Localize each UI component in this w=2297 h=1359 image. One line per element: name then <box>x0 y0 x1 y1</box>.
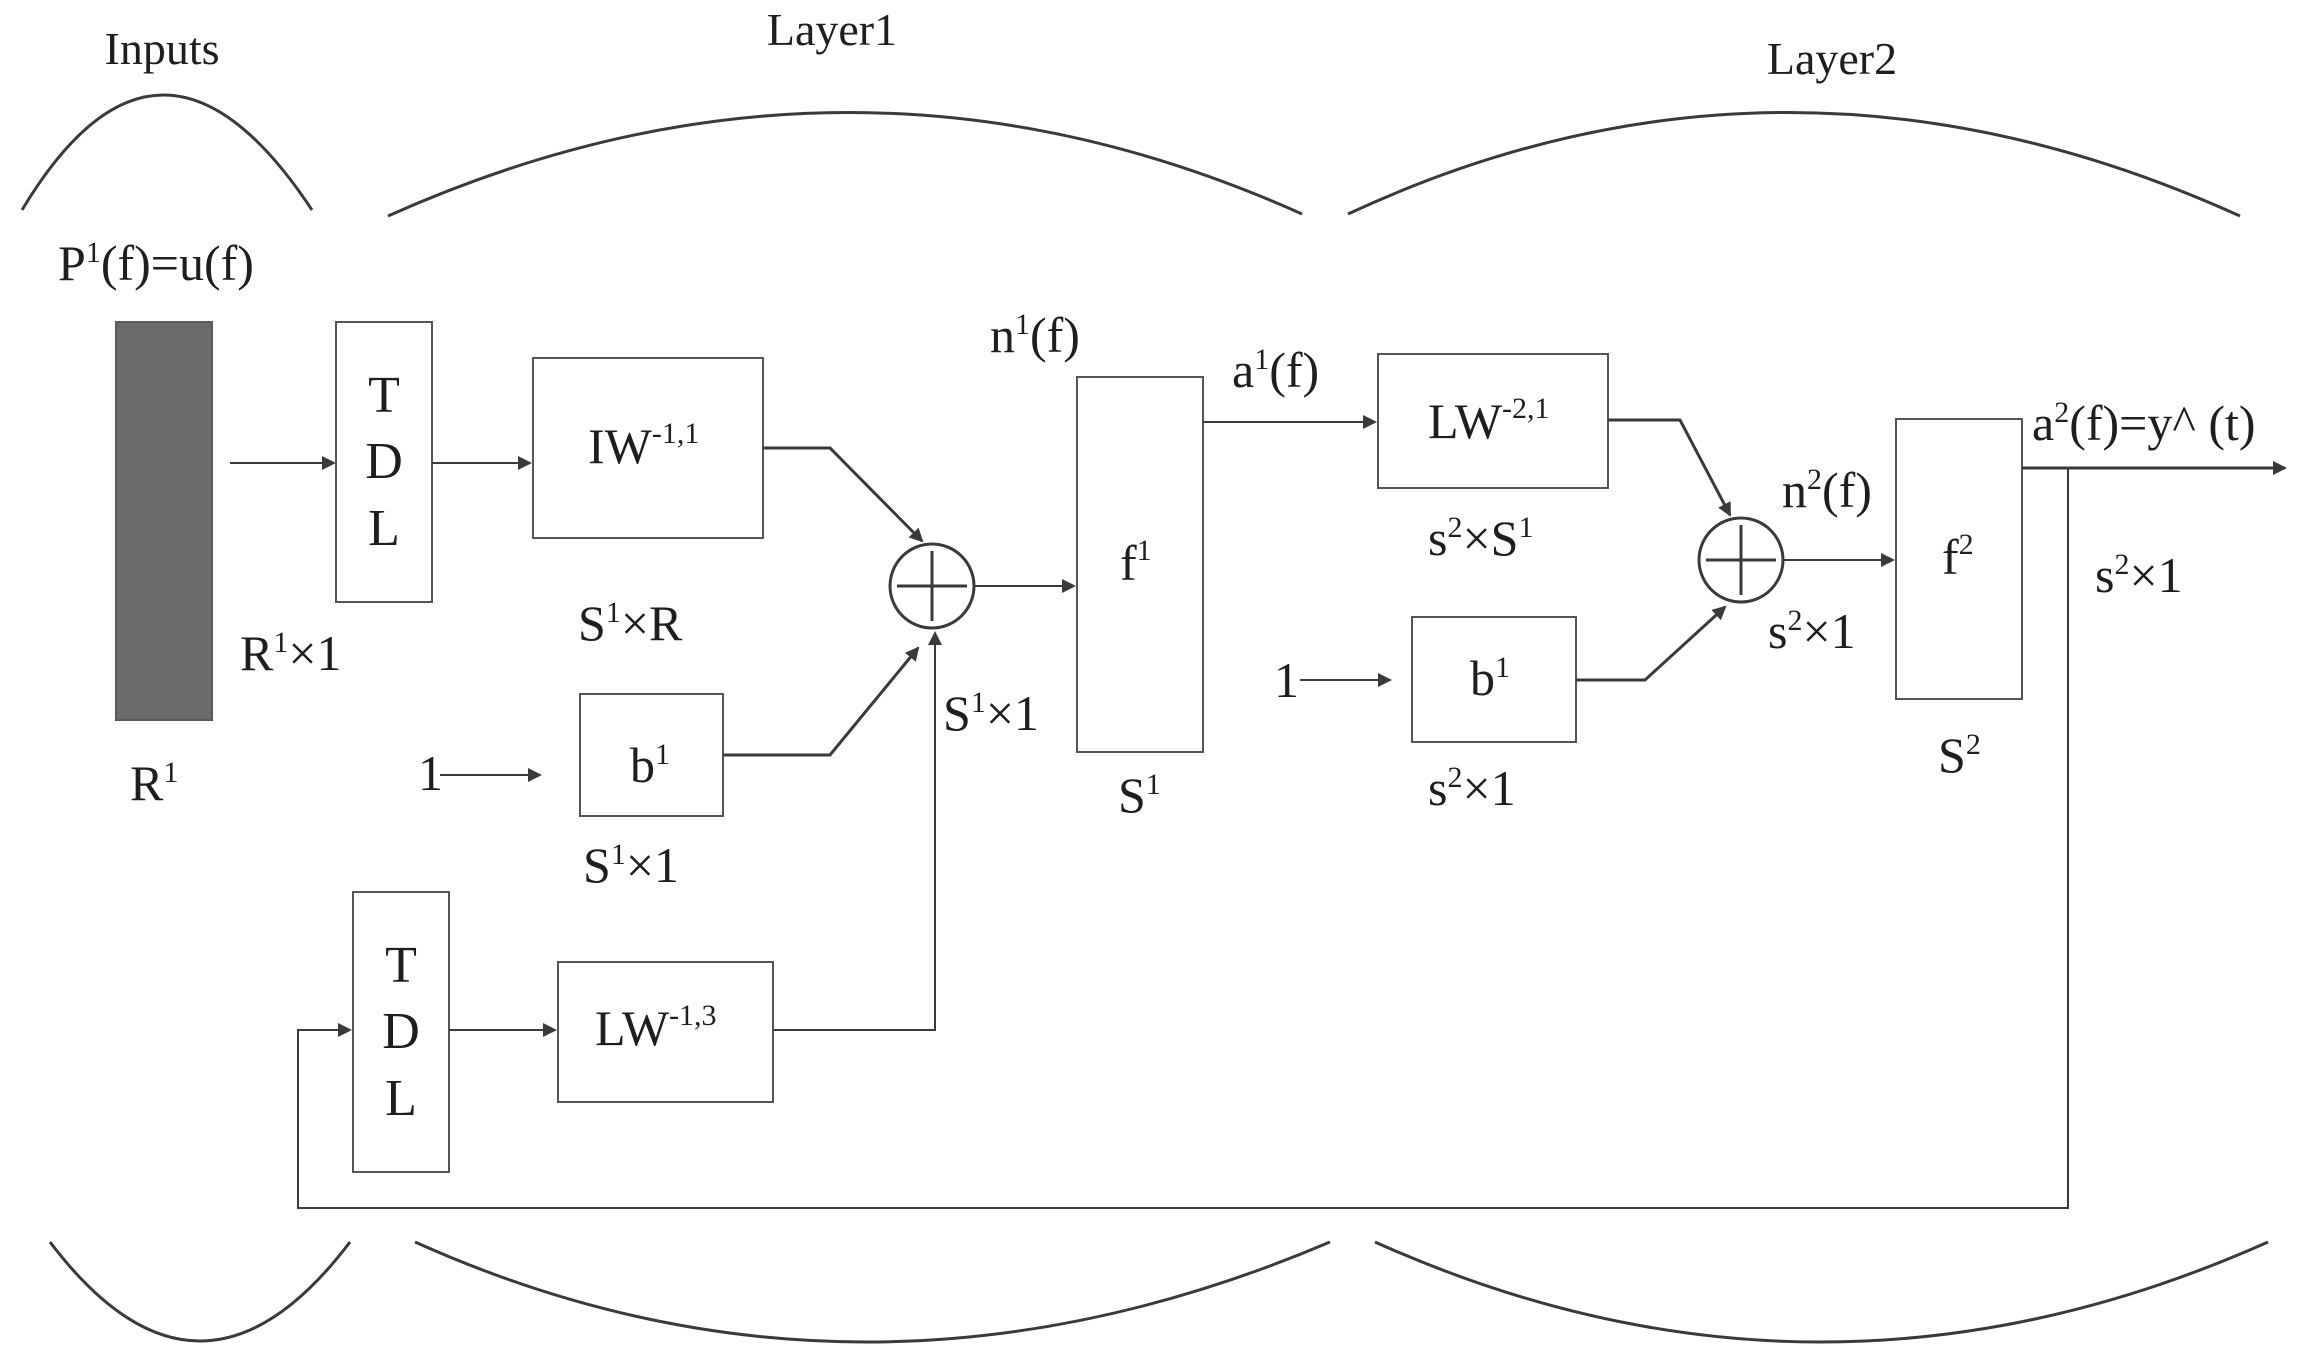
lw21-weight-label: LW-2,1 <box>1428 392 1550 449</box>
bias2-to-sum2-arrow <box>1576 605 1727 682</box>
inputs-bottom-brace <box>48 1241 352 1343</box>
f1-transfer-box <box>1076 376 1204 753</box>
tdl-top-letter-t: T <box>368 367 400 424</box>
lw13-weight-label: LW-1,3 <box>595 999 717 1056</box>
output-dim-label: s2×1 <box>2095 547 2183 603</box>
f1-size-label: S1 <box>1118 767 1161 823</box>
iw-to-sum1-arrow <box>763 446 924 543</box>
n2-label: n2(f) <box>1782 462 1872 518</box>
output-label: a2(f)=y^ (t) <box>2032 395 2256 451</box>
bias1-to-sum1-arrow <box>723 646 920 757</box>
layer2-bottom-brace <box>1374 1240 2269 1344</box>
f2-label: f2 <box>1942 528 1974 585</box>
bias2-label: b1 <box>1470 650 1510 706</box>
input-vector-bar <box>115 321 213 721</box>
tdl-bottom-box <box>352 891 450 1173</box>
bias2-input-label: 1 <box>1274 652 1299 708</box>
layer1-header: Layer1 <box>767 4 897 55</box>
sum2-dim-label: s2×1 <box>1768 603 1856 659</box>
inputs-top-brace <box>20 93 314 211</box>
feedback-path <box>297 468 2069 1209</box>
layer1-bottom-brace <box>414 1240 1331 1344</box>
bias2-dim-label: s2×1 <box>1428 760 1516 816</box>
bias1-label: b1 <box>630 737 670 793</box>
lw13-weight-box <box>557 961 774 1103</box>
bias1-box <box>579 693 724 817</box>
tdl-bottom-letter-l: L <box>385 1070 417 1127</box>
a1-label: a1(f) <box>1232 342 1319 398</box>
f1-label: f1 <box>1120 534 1152 591</box>
iw-weight-label: IW-1,1 <box>588 417 699 474</box>
lw13-to-sum1-arrow <box>773 631 942 1031</box>
bias1-dim-label: S1×1 <box>583 837 679 893</box>
tdl-top-dim-label: R1×1 <box>240 625 342 681</box>
iw-dim-label: S1×R <box>578 595 683 651</box>
tdl-bottom-letter-d: D <box>382 1003 420 1060</box>
inputs-header: Inputs <box>105 23 220 74</box>
tdl-bottom-letter-t: T <box>385 937 417 994</box>
input-size-label: R1 <box>130 755 178 811</box>
layer2-top-brace <box>1347 111 2241 218</box>
f2-size-label: S2 <box>1938 727 1981 783</box>
input-signal-label: P1(f)=u(f) <box>58 235 254 291</box>
sum1-dim-label: S1×1 <box>943 685 1039 741</box>
tdl-top-letter-d: D <box>365 433 403 490</box>
layer1-top-brace <box>387 111 1303 218</box>
tdl-top-letter-l: L <box>368 500 400 557</box>
lw21-dim-label: s2×S1 <box>1428 510 1533 566</box>
n1-label: n1(f) <box>990 307 1080 363</box>
iw-weight-box <box>532 357 764 539</box>
f2-transfer-box <box>1895 418 2023 700</box>
lw21-to-sum2-arrow <box>1608 418 1732 517</box>
layer2-header: Layer2 <box>1767 33 1897 84</box>
bias1-input-label: 1 <box>418 745 443 801</box>
